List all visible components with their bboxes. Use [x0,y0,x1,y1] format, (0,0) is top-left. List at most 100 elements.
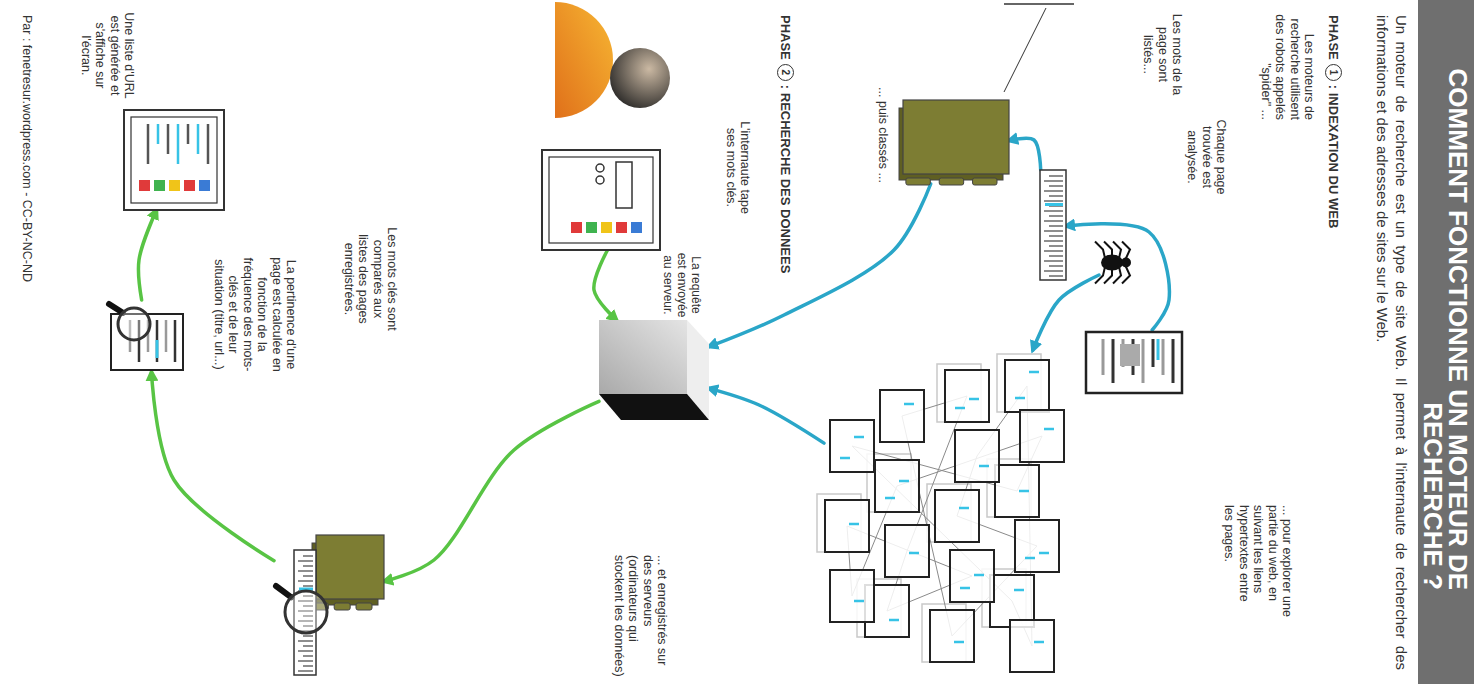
leader-underline [1004,3,1074,5]
word-tick [1049,175,1063,176]
text-line [1102,339,1105,375]
word-tick [1044,250,1063,251]
step-caption: ... et enregistrés sur des serveurs (ord… [612,555,670,680]
word-tick [1049,235,1063,236]
page-mark [979,465,989,468]
spider-body [1101,255,1123,271]
title-band [1418,0,1474,684]
text-line [1142,339,1145,383]
web-page [875,460,919,512]
phase-number: 1 [1325,64,1342,81]
word-tick [298,560,313,561]
step-icon [824,350,1069,680]
server-front [599,320,687,394]
step-cluster: ... pour explorer une partie du web, en … [824,350,1069,680]
highlight-line [1157,339,1160,360]
word-tick [298,670,313,671]
page-mark [1025,557,1035,560]
page-mark [1044,428,1054,431]
step-caption: Une liste d'URL est générée et s'affiche… [79,8,137,103]
folder-tab [973,178,997,185]
page-mark [960,587,970,590]
flow-arrow [1066,224,1169,330]
step-rank: La pertinence d'une page est calculée en… [104,300,184,372]
search-button [596,164,604,172]
word-tick [1049,185,1063,186]
user-head [610,48,670,108]
word-tick [1044,190,1063,191]
screen-inner [549,157,653,243]
page-mark [849,523,859,526]
image-block [1120,344,1140,366]
page-mark [1014,589,1024,592]
page-mark [840,457,850,460]
screen-frame [124,110,224,210]
url-line [167,124,170,154]
url-line [187,124,190,144]
step-caption: ... puis classés ... [876,80,890,190]
credit-line: Par : fenetresur.wordpress.com - CC-BY-N… [20,15,34,535]
page-mark [1034,641,1044,644]
page-mark [1039,552,1049,555]
magnifier-handle [276,586,291,597]
page-mark [885,497,895,500]
web-page [950,550,994,602]
web-page [1015,520,1059,572]
screen-frame [542,150,660,250]
page-mark [969,398,979,401]
word-highlight [1045,203,1063,206]
word-tick [1044,210,1063,211]
step-page: Chaque page trouvée est analysée. [1084,330,1184,395]
url-line [207,124,210,164]
step-compare: Les mots clés sont comparés aux listes d… [274,530,384,680]
word-tick [1044,240,1063,241]
web-page [930,610,974,662]
analysed-page [1086,332,1182,393]
color-square [571,222,582,233]
step-folder: ... puis classés ... [899,100,1009,184]
step-ruler: Les mots de la page sont listés... [1040,170,1066,280]
word-tick [1044,220,1063,221]
word-tick [303,635,313,636]
page-mark [1015,397,1025,400]
step-caption: Les mots de la page sont listés... [1141,12,1184,97]
word-tick [298,660,313,661]
flow-arrow [139,210,157,300]
word-tick [298,640,313,641]
phase-number: 2 [777,64,794,81]
step-caption: Les mots clés sont comparés aux listes d… [342,225,400,333]
step-results: Une liste d'URL est générée et s'affiche… [124,110,224,210]
color-square [586,222,597,233]
poster-title: COMMENT FONCTIONNE UN MOTEUR DE RECHERCH… [1420,10,1470,590]
color-square [154,180,165,191]
color-square [199,180,210,191]
flow-arrow [1009,138,1041,170]
word-tick [1044,270,1063,271]
color-square [169,180,180,191]
page-mark [899,480,909,483]
web-page [945,370,989,422]
arrow-label: La requête est envoyée au serveur. [661,252,702,318]
step-person: L'internaute tape ses mots clés. [540,0,760,250]
step-icon [899,100,1009,184]
word-tick [303,555,313,556]
magnifier-lens [285,591,327,633]
word-tick [298,570,313,571]
leader-line [1004,8,1046,92]
step-icon [1084,330,1184,395]
text-line [174,320,177,362]
url-line [197,124,200,154]
word-tick [1044,260,1063,261]
url-line [177,124,180,164]
page-mark [854,600,864,603]
web-page [1010,620,1054,672]
word-tick [1049,225,1063,226]
text-line [1112,339,1115,383]
word-tick [1049,255,1063,256]
page-mark [1029,371,1039,374]
step-caption: L'internaute tape ses mots clés. [723,120,752,215]
word-tick [303,665,313,666]
page-mark [904,403,914,406]
phase-heading: PHASE1: INDEXATION DU WEB [1325,15,1342,228]
